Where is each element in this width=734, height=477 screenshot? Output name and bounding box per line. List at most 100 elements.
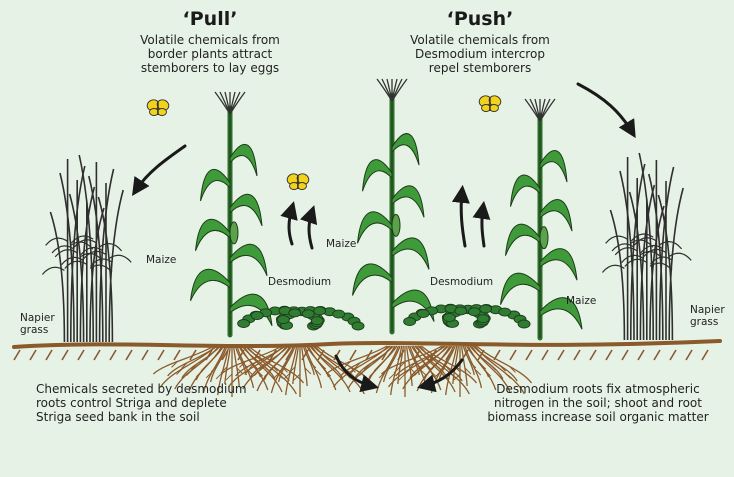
moth-icon — [145, 98, 170, 116]
maize-leaf — [392, 186, 424, 218]
push-description-line: repel stemborers — [380, 62, 580, 76]
maize-leaf — [230, 244, 267, 276]
pull-description-line: stemborers to lay eggs — [110, 62, 310, 76]
push-description-line: Desmodium intercrop — [380, 48, 580, 62]
soil-hatch — [174, 350, 180, 360]
soil-hatch — [142, 350, 148, 360]
soil-hatch — [542, 350, 548, 360]
soil-hatch — [638, 350, 644, 360]
maize-leaf — [353, 264, 393, 296]
push-description: Volatile chemicals from Desmodium interc… — [380, 34, 580, 75]
napier-label-line: Napier — [690, 304, 725, 316]
soil-hatch — [590, 350, 596, 360]
maize-leaf — [191, 269, 231, 301]
caption-line: nitrogen in the soil; shoot and root — [468, 397, 728, 411]
pull-description-line: border plants attract — [110, 48, 310, 62]
desmodium-leaf — [277, 316, 289, 324]
maize-leaf — [230, 194, 262, 226]
maize-tassel — [530, 99, 540, 121]
maize-leaf — [358, 212, 393, 244]
maize-plant-center — [353, 79, 435, 332]
maize-leaf — [540, 151, 567, 183]
maize-label-center: Maize — [326, 238, 356, 250]
soil-hatch — [510, 350, 516, 360]
soil-surface — [14, 341, 720, 347]
soil-hatch — [350, 350, 356, 360]
soil-hatch — [574, 350, 580, 360]
desmodium-leaf — [311, 317, 323, 325]
root-strand — [477, 346, 532, 383]
caption-line: Desmodium roots fix atmospheric — [468, 383, 728, 397]
maize-leaf — [230, 144, 257, 176]
maize-leaf — [511, 175, 541, 207]
maize-leaf — [540, 249, 577, 281]
soil-hatch — [94, 350, 100, 360]
desmodium-leaf — [417, 310, 429, 318]
maize-label-left: Maize — [146, 254, 176, 266]
soil-hatch — [158, 350, 164, 360]
desmodium-leaf — [443, 314, 455, 322]
napier-blade — [669, 188, 683, 340]
soil-hatch — [558, 350, 564, 360]
desmodium-leaf — [333, 310, 345, 318]
maize-leaf — [392, 134, 419, 166]
upward-arrow — [309, 212, 312, 248]
napier-label-line: grass — [20, 324, 55, 336]
napier-grass-label-right: Napier grass — [690, 304, 725, 328]
desmodium-left — [238, 306, 364, 330]
desmodium-leaf — [238, 320, 250, 328]
maize-leaf — [392, 238, 429, 270]
napier-grass-label-left: Napier grass — [20, 312, 55, 336]
soil-hatch — [526, 350, 532, 360]
napier-grass-left — [42, 155, 131, 342]
desmodium-right — [404, 304, 530, 328]
napier-label-line: grass — [690, 316, 725, 328]
pull-description-line: Volatile chemicals from — [110, 34, 310, 48]
caption-right: Desmodium roots fix atmospheric nitrogen… — [468, 383, 728, 424]
maize-label-right: Maize — [566, 295, 596, 307]
desmodium-leaf — [518, 320, 530, 328]
napier-blade — [109, 190, 123, 342]
desmodium-leaf — [468, 308, 480, 316]
desmodium-leaf — [477, 315, 489, 323]
moth-icon — [285, 172, 310, 190]
pull-heading: ‘Pull’ — [150, 9, 270, 31]
soil-line — [14, 341, 720, 360]
caption-line: roots control Striga and deplete — [36, 397, 296, 411]
maize-leaf — [201, 169, 231, 201]
maize-tassel — [220, 92, 230, 114]
desmodium-leaf — [480, 305, 492, 313]
soil-hatch — [606, 350, 612, 360]
soil-hatch — [46, 350, 52, 360]
pull-arrow — [136, 146, 185, 190]
maize-cob — [230, 222, 238, 244]
caption-line: Chemicals secreted by desmodium — [36, 383, 296, 397]
soil-hatch — [670, 350, 676, 360]
caption-left: Chemicals secreted by desmodium roots co… — [36, 383, 296, 424]
moth-wing — [490, 105, 499, 112]
desmodium-leaf — [289, 309, 301, 317]
napier-grass-right — [602, 153, 691, 340]
desmodium-leaf — [314, 307, 326, 315]
caption-line: biomass increase soil organic matter — [468, 411, 728, 425]
desmodium-leaf — [251, 312, 263, 320]
upward-arrow — [461, 192, 465, 246]
maize-cob — [392, 214, 400, 236]
soil-hatch — [110, 350, 116, 360]
soil-hatch — [654, 350, 660, 360]
root-hair — [374, 365, 380, 371]
soil-hatch — [686, 350, 692, 360]
maize-tassel — [382, 79, 392, 101]
caption-line: Striga seed bank in the soil — [36, 411, 296, 425]
soil-hatch — [30, 350, 36, 360]
desmodium-leaf — [404, 318, 416, 326]
push-heading: ‘Push’ — [420, 9, 540, 31]
napier-label-line: Napier — [20, 312, 55, 324]
desmodium-leaf — [302, 310, 314, 318]
desmodium-leaf — [455, 307, 467, 315]
desmodium-label-left: Desmodium — [268, 276, 331, 288]
push-out-arrow — [578, 84, 632, 132]
desmodium-leaf — [352, 322, 364, 330]
soil-hatch — [62, 350, 68, 360]
